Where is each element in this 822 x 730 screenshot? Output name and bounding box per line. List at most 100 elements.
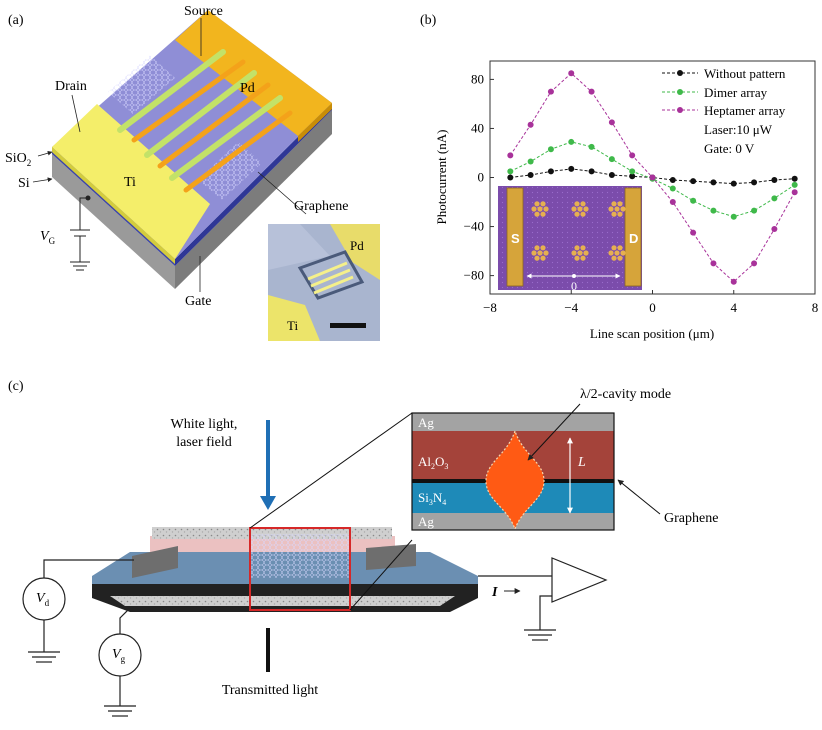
nanodisk [537, 250, 543, 256]
series-0-point [588, 168, 595, 175]
vd-circuit [22, 559, 134, 663]
device-base-edge [110, 596, 455, 606]
series-2-point [690, 229, 697, 236]
series-0-point [771, 176, 778, 183]
graphene-label: Graphene [294, 199, 348, 214]
series-0-point [629, 173, 636, 180]
series-1-point [730, 213, 737, 220]
panel-c: (c) White light, laser field L Ag [8, 379, 718, 717]
nanodisk [531, 250, 537, 256]
series-0-point [791, 175, 798, 182]
graphene-active-area [250, 534, 350, 578]
series-0-point [568, 165, 575, 172]
annotation-laser: Laser:10 μW [704, 122, 773, 137]
series-1-point [629, 168, 636, 175]
al2o3-label: Al2O3 [418, 454, 448, 471]
drain-leader-line [71, 94, 81, 133]
y-axis-label: Photocurrent (nA) [434, 130, 449, 225]
series-1-point [690, 197, 697, 204]
ti-label: Ti [124, 175, 136, 190]
nanodisk [580, 245, 586, 251]
y-tick-label: −80 [464, 268, 484, 283]
si3n4-label: Si3N4 [418, 490, 446, 507]
series-1-point [771, 195, 778, 202]
y-tick-label: −40 [464, 219, 484, 234]
source-label: Source [184, 4, 223, 19]
ti-electrode-edge [52, 147, 175, 264]
x-tick-label: 4 [731, 300, 738, 315]
nanodisk [614, 206, 620, 212]
nanodisk [577, 206, 583, 212]
nanodisk [611, 211, 617, 217]
heptamer-cluster [571, 201, 589, 217]
transmitted-label: Transmitted light [222, 683, 318, 698]
nanodisk [611, 255, 617, 261]
nanodisk [608, 206, 614, 212]
device-left-face-si [52, 154, 175, 289]
sio2-arrow [37, 150, 53, 157]
x-tick-label: 8 [812, 300, 819, 315]
inset-origin-label: 0 [571, 279, 577, 293]
nanodisk [574, 255, 580, 261]
nanodisk [540, 201, 546, 207]
current-label: I [491, 585, 498, 600]
series-0-point [730, 180, 737, 187]
zoom-region-box [249, 527, 351, 611]
legend: Without pattern Dimer array Heptamer arr… [662, 66, 786, 156]
legend-label-heptamer: Heptamer array [704, 103, 786, 118]
graphene-sheet-left [108, 55, 175, 114]
graphene-c-label: Graphene [664, 511, 718, 526]
nanodisk [543, 206, 549, 212]
nanodisk [531, 206, 537, 212]
zoom-line-bottom [349, 539, 413, 611]
series-1-point [568, 138, 575, 145]
series-1-point [751, 207, 758, 214]
nanodisk [534, 201, 540, 207]
series-2-point [669, 199, 676, 206]
series-2-point [649, 174, 656, 181]
panel-a: (a) Pd Ti Source Drain [5, 4, 380, 341]
nanodisk [583, 250, 589, 256]
series-2-point [547, 88, 554, 95]
series-1-point [669, 185, 676, 192]
x-tick-label: 0 [649, 300, 656, 315]
series-2-point [507, 152, 514, 159]
x-axis-label: Line scan position (μm) [590, 326, 714, 341]
inset-d-label: D [629, 231, 638, 246]
series-2-point [588, 88, 595, 95]
nanodisk [574, 211, 580, 217]
scale-bar [330, 323, 366, 328]
graphene-leader-line [257, 171, 307, 215]
series-0-point [669, 176, 676, 183]
nanodisk [620, 250, 626, 256]
device-right-face-sio2 [175, 103, 332, 266]
nanodisk [543, 250, 549, 256]
nanodisk [534, 245, 540, 251]
nanodisk [574, 201, 580, 207]
series-0-point [608, 172, 615, 179]
panel-c-label: (c) [8, 379, 24, 394]
series-1-point [507, 168, 514, 175]
nanodisk [540, 255, 546, 261]
light-label-line1: White light, [171, 417, 238, 432]
y-tick-label: 0 [478, 170, 485, 185]
pd-label: Pd [240, 81, 255, 96]
nanodisk [611, 201, 617, 207]
ti-electrode [52, 104, 210, 259]
heptamer-clusters [531, 201, 626, 261]
series-1-point [710, 207, 717, 214]
device-right-face-si [175, 110, 332, 289]
si-arrow [32, 177, 53, 183]
gate-label: Gate [185, 294, 211, 309]
series-2-point [751, 260, 758, 267]
heptamer-cluster [531, 201, 549, 217]
heptamer-cluster [531, 245, 549, 261]
data-series [507, 70, 798, 285]
nanodisk [614, 250, 620, 256]
nanodisk [571, 250, 577, 256]
panel-b-label: (b) [420, 13, 437, 28]
series-1-point [608, 156, 615, 163]
